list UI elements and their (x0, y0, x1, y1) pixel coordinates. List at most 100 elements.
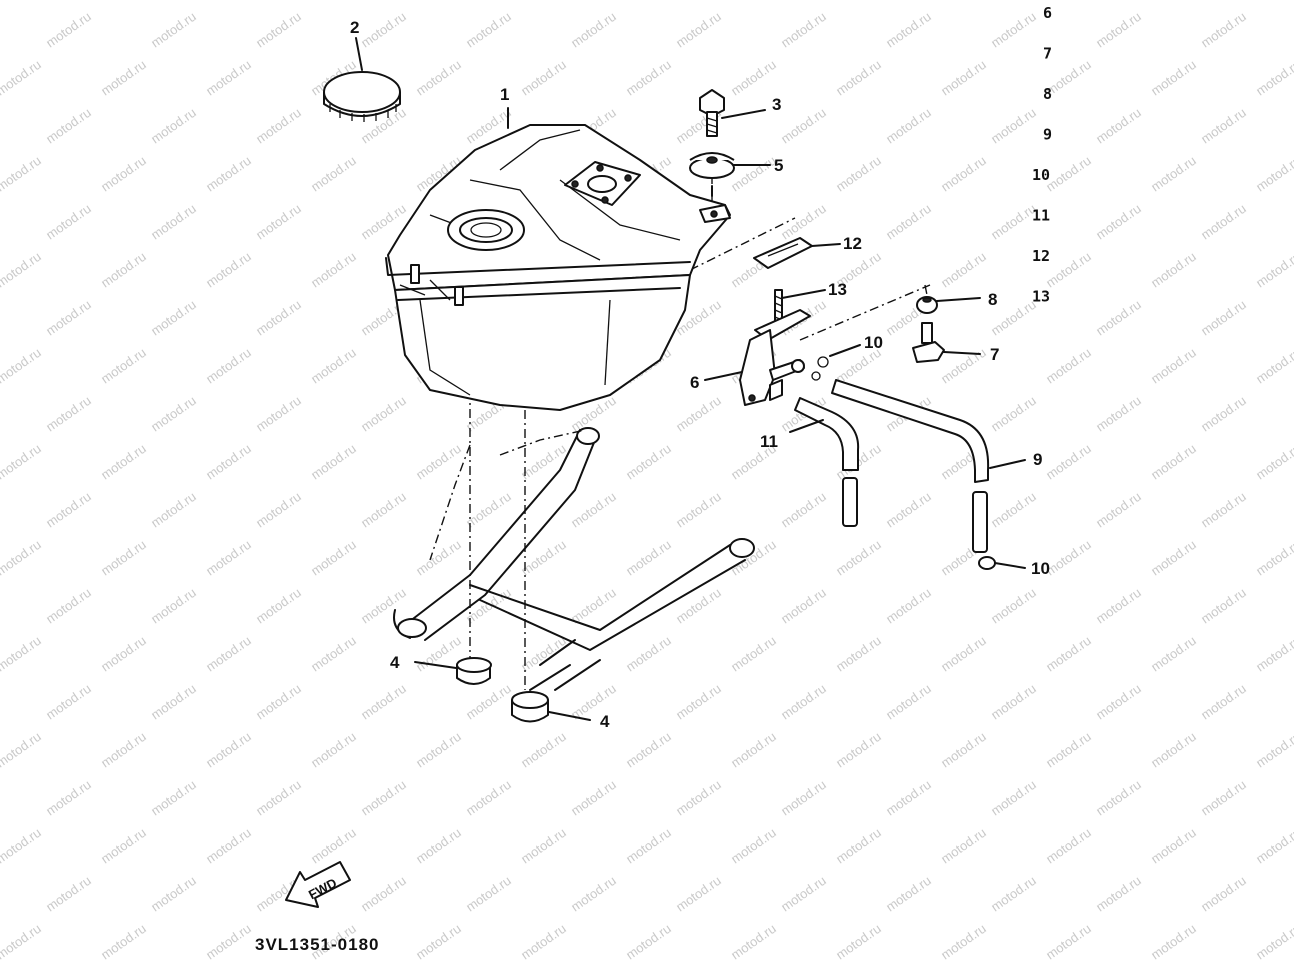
watermark-text: motod.ru (0, 57, 44, 99)
watermark-text: motod.ru (1093, 9, 1144, 51)
watermark-text: motod.ru (883, 489, 934, 531)
watermark-text: motod.ru (728, 633, 779, 675)
watermark-text: motod.ru (43, 393, 94, 435)
watermark-text: motod.ru (568, 777, 619, 819)
watermark-text: motod.ru (98, 57, 149, 99)
watermark-text: motod.ru (1148, 537, 1199, 579)
watermark-text: motod.ru (518, 921, 569, 963)
watermark-text: motod.ru (1093, 585, 1144, 627)
watermark-text: motod.ru (833, 0, 884, 2)
watermark-text: motod.ru (203, 153, 254, 195)
watermark-text: motod.ru (728, 153, 779, 195)
watermark-text: motod.ru (833, 729, 884, 771)
watermark-text: motod.ru (988, 585, 1039, 627)
watermark-text: motod.ru (148, 489, 199, 531)
fuel-tank (385, 107, 731, 411)
watermark-text: motod.ru (883, 105, 934, 147)
callout-6: 6 (690, 373, 699, 392)
watermark-text: motod.ru (148, 105, 199, 147)
watermark-text: motod.ru (308, 729, 359, 771)
side-index-item: 11 (1032, 207, 1050, 225)
watermark-text: motod.ru (0, 633, 44, 675)
watermark-text: motod.ru (43, 585, 94, 627)
watermark-text: motod.ru (1043, 345, 1094, 387)
watermark-text: motod.ru (518, 57, 569, 99)
watermark-text: motod.ru (1253, 633, 1294, 675)
watermark-text: motod.ru (0, 249, 44, 291)
hose-part-9 (831, 379, 1026, 553)
bolt-part-3 (699, 89, 766, 137)
watermark-text: motod.ru (1148, 345, 1199, 387)
watermark-text: motod.ru (253, 297, 304, 339)
watermark-text: motod.ru (1148, 441, 1199, 483)
watermark-text: motod.ru (1148, 825, 1199, 867)
watermark-text: motod.ru (253, 201, 304, 243)
watermark-text: motod.ru (623, 57, 674, 99)
watermark-text: motod.ru (358, 393, 409, 435)
watermark-text: motod.ru (1043, 153, 1094, 195)
watermark-text: motod.ru (98, 441, 149, 483)
watermark-text: motod.ru (308, 537, 359, 579)
watermark-text: motod.ru (1043, 0, 1094, 2)
watermark-text: motod.ru (98, 345, 149, 387)
watermark-text: motod.ru (0, 153, 44, 195)
watermark-text: motod.ru (778, 873, 829, 915)
watermark-text: motod.ru (43, 201, 94, 243)
watermark-text: motod.ru (308, 153, 359, 195)
watermark-text: motod.ru (413, 57, 464, 99)
watermark-text: motod.ru (938, 921, 989, 963)
watermark-text: motod.ru (778, 9, 829, 51)
watermark-text: motod.ru (518, 0, 569, 2)
watermark-text: motod.ru (413, 729, 464, 771)
watermark-text: motod.ru (0, 729, 44, 771)
watermark-text: motod.ru (203, 441, 254, 483)
watermark-text: motod.ru (938, 345, 989, 387)
watermark-text: motod.ru (1198, 681, 1249, 723)
watermark-text: motod.ru (1148, 0, 1199, 2)
watermark-text: motod.ru (253, 681, 304, 723)
watermark-text: motod.ru (358, 489, 409, 531)
gasket-part-12 (753, 237, 841, 269)
watermark-text: motod.ru (1043, 441, 1094, 483)
watermark-text: motod.ru (623, 729, 674, 771)
watermark-text: motod.ru (778, 201, 829, 243)
watermark-text: motod.ru (938, 825, 989, 867)
watermark-text: motod.ru (98, 729, 149, 771)
rubber-mounts-part-4 (414, 657, 591, 723)
callout-5: 5 (774, 156, 783, 175)
watermark-text: motod.ru (1253, 921, 1294, 963)
watermark-text: motod.ru (883, 9, 934, 51)
side-index-item: 13 (1032, 288, 1050, 306)
watermark-text: motod.ru (988, 105, 1039, 147)
watermark-text: motod.ru (463, 777, 514, 819)
watermark-text: motod.ru (1253, 345, 1294, 387)
watermark-text: motod.ru (833, 921, 884, 963)
watermark-text: motod.ru (203, 537, 254, 579)
watermark-text: motod.ru (833, 633, 884, 675)
callout-13: 13 (828, 280, 847, 299)
watermark-text: motod.ru (623, 921, 674, 963)
side-index-item: 12 (1032, 247, 1050, 265)
fwd-arrow-icon: FWD (285, 861, 351, 908)
watermark-text: motod.ru (1148, 633, 1199, 675)
watermark-text: motod.ru (148, 585, 199, 627)
watermark-text: motod.ru (253, 585, 304, 627)
watermark-text: motod.ru (1148, 921, 1199, 963)
callout-4-right: 4 (600, 712, 610, 731)
watermark-text: motod.ru (833, 825, 884, 867)
watermark-text: motod.ru (358, 777, 409, 819)
watermark-text: motod.ru (148, 9, 199, 51)
watermark-text: motod.ru (253, 489, 304, 531)
watermark-text: motod.ru (43, 297, 94, 339)
side-index-item: 9 (1043, 126, 1052, 144)
watermark-text: motod.ru (1253, 153, 1294, 195)
watermark-text: motod.ru (413, 441, 464, 483)
watermark-text: motod.ru (253, 9, 304, 51)
watermark-text: motod.ru (1198, 585, 1249, 627)
watermark-text: motod.ru (778, 585, 829, 627)
bolt-part-7 (912, 322, 981, 363)
watermark-text: motod.ru (358, 681, 409, 723)
watermark-text: motod.ru (1093, 201, 1144, 243)
